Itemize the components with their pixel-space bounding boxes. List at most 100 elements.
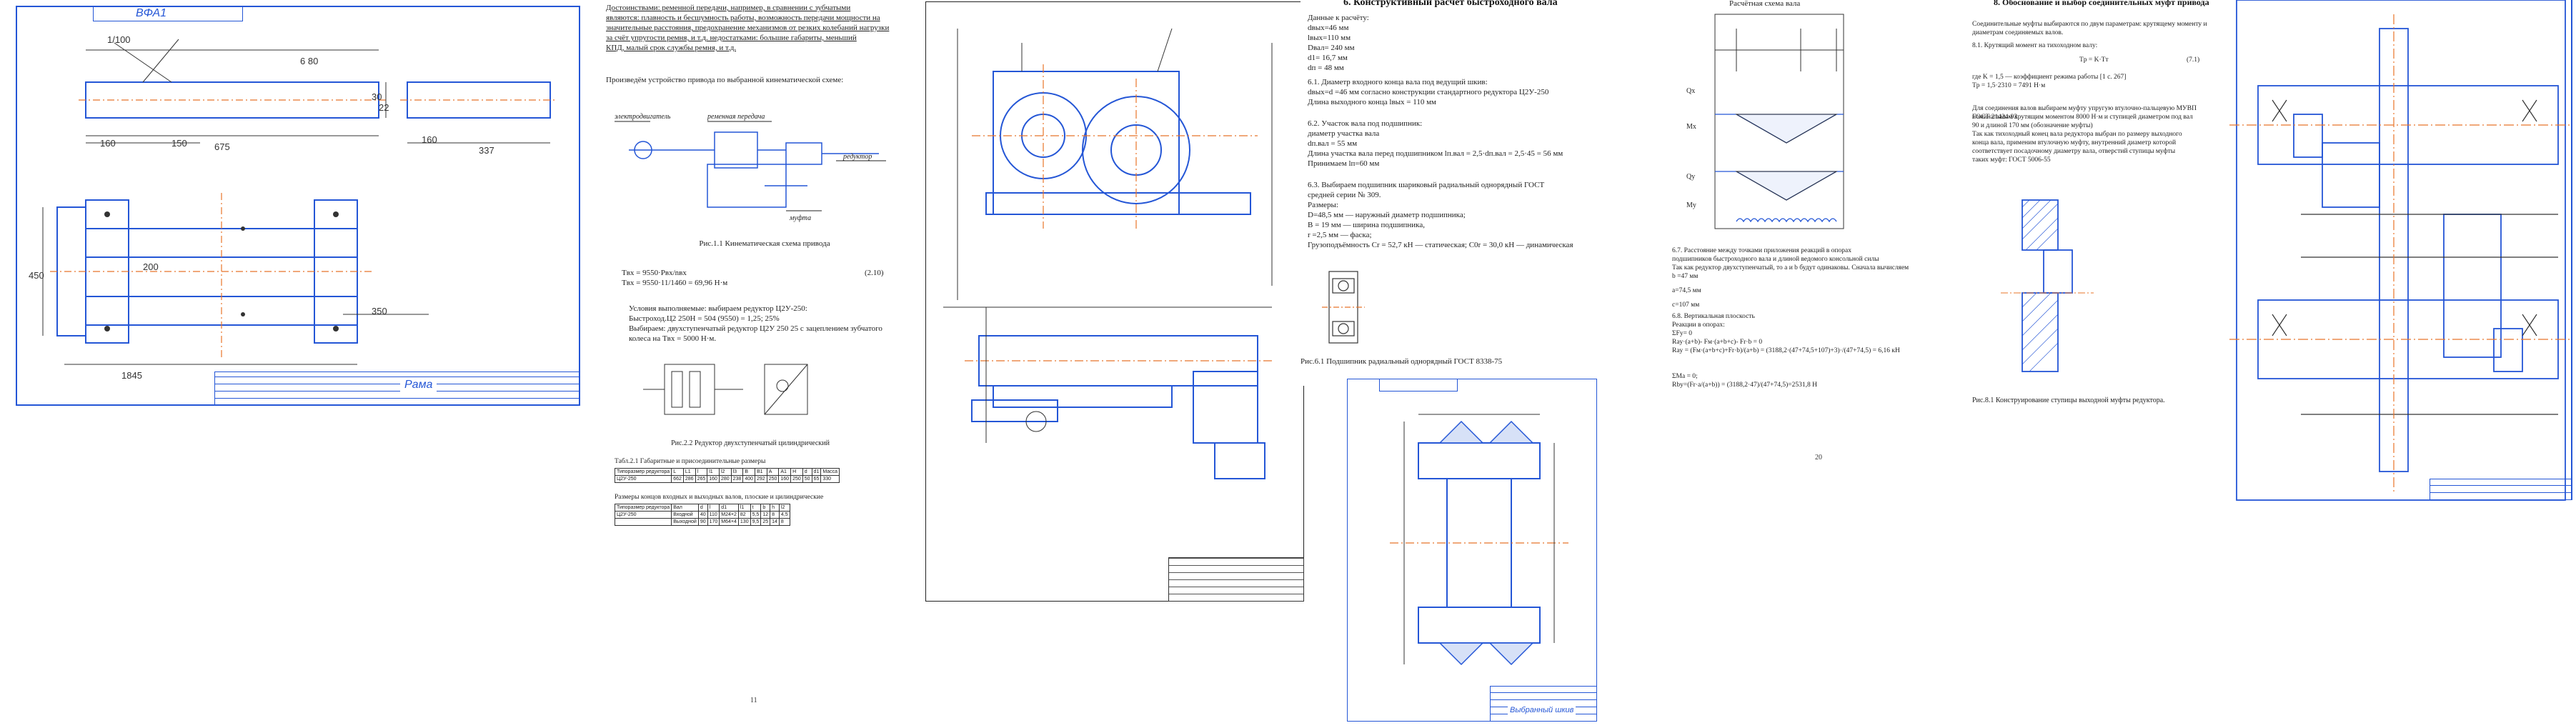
td: Входной [671, 511, 699, 519]
th: d [697, 504, 708, 512]
s63-line: 6.3. Выбираем подшипник шариковый радиал… [1308, 181, 1545, 189]
coupling-line: конца вала, применим втулочную муфту, вн… [1972, 139, 2177, 146]
shaft-ends-table: Типоразмер редуктора Вал d l d1 l1 t b h… [614, 504, 790, 526]
th: L1 [682, 468, 696, 476]
sheet-shaft-calc: 6. Конструктивный расчёт быстроходного в… [1301, 0, 1672, 386]
svg-text:675: 675 [214, 141, 230, 152]
formula-number: (7.1) [2187, 56, 2200, 64]
td: 90 [697, 518, 708, 526]
th: d [802, 468, 812, 476]
th: Вал [671, 504, 699, 512]
s62-line: dп.вал = 55 мм [1308, 139, 1358, 148]
svg-text:22: 22 [379, 102, 389, 113]
coupling-line: диаметрам соединяемых валов. [1972, 29, 2064, 36]
td: 265 [695, 475, 708, 483]
moment-label: My [1686, 201, 1696, 209]
td: 5,5 [750, 511, 762, 519]
section-heading: 6. Конструктивный расчёт быстроходного в… [1343, 0, 1558, 8]
s67-line: ΣMa = 0; [1672, 373, 1698, 380]
td: М24×2 [719, 511, 739, 519]
th: h [770, 504, 780, 512]
th: l3 [730, 468, 744, 476]
th: l [695, 468, 708, 476]
td: 250 [790, 475, 803, 483]
td: М64×4 [719, 518, 739, 526]
s61-line: Длина выходного конца lвых = 110 мм [1308, 98, 1437, 106]
s63-line: D=48,5 мм — наружный диаметр подшипника; [1308, 211, 1466, 219]
s62-line: диаметр участка вала [1308, 129, 1380, 138]
diagram-title: Расчётная схема вала [1729, 0, 1801, 8]
title-block [1490, 686, 1597, 722]
intro-line: КПД, малый срок службы ремня, и т.д. [606, 44, 737, 52]
frame-drawing-svg: 6 80 675 337 160 150 160 1845 450 30 200… [29, 34, 557, 381]
th: l1 [737, 504, 751, 512]
svg-text:150: 150 [171, 138, 187, 149]
s63-line: Размеры: [1308, 201, 1338, 209]
td: 238 [730, 475, 744, 483]
td: Ц2У-250 [614, 511, 672, 519]
intro-line: являются: плавность и бесшумность работы… [606, 14, 880, 22]
bearing-caption: Рис.6.1 Подшипник радиальный однорядный … [1301, 357, 1503, 366]
coupling-caption: Рис.8.1 Конструирование ступицы выходной… [1972, 397, 2165, 404]
td: 292 [755, 475, 767, 483]
th: B1 [755, 468, 767, 476]
s67-line: Ray = (Fм·(a+b+c)+Fr·b)/(a+b) = (3188,2·… [1672, 347, 1900, 354]
reducer-line: Быстроход.Ц2 250Н = 504 (9550) = 1,25; 2… [629, 314, 780, 323]
td [614, 518, 672, 526]
s61-line: 6.1. Диаметр входного конца вала под вед… [1308, 78, 1488, 86]
th: Типоразмер редуктора [614, 468, 672, 476]
td: 250 [766, 475, 780, 483]
coupling-formula: Tр = K·Tт [2079, 56, 2109, 64]
table-title: Табл.2.1 Габаритные и присоединительные … [615, 458, 766, 465]
reducer-line: Условия выполняемые: выбираем редуктор Ц… [629, 304, 807, 313]
formula-line: Tвх = 9550·11/1460 = 69,96 Н·м [622, 279, 728, 287]
coupling-line: Для соединения валов выбираем муфту упру… [1972, 105, 2197, 121]
svg-text:337: 337 [479, 145, 494, 156]
th: l [707, 504, 720, 512]
reducer-sketch [643, 364, 808, 415]
svg-text:200: 200 [143, 261, 159, 272]
td: 170 [707, 518, 720, 526]
sheet-reducer-section [2215, 0, 2576, 714]
td: 82 [737, 511, 751, 519]
th: d1 [719, 504, 739, 512]
sheet-frame-drawing: ΒΦΑ1 [0, 0, 607, 414]
sheet-text-kinematics: Достоинствами: ременной передачи, наприм… [600, 0, 922, 714]
formula-number: (2.10) [865, 269, 884, 277]
given-line: dп = 48 мм [1308, 64, 1344, 72]
th: l2 [718, 468, 732, 476]
sheet-coupling: 8. Обоснование и выбор соединительных му… [1972, 0, 2215, 429]
moment-label: Qy [1686, 173, 1695, 181]
td: 110 [707, 511, 720, 519]
svg-text:160: 160 [422, 134, 437, 145]
given-line: lвых=110 мм [1308, 34, 1351, 42]
s67-line: 6.8. Вертикальная плоскость [1672, 313, 1755, 320]
moment-label: Mx [1686, 123, 1696, 131]
s67-line: Rby=(Fr·a/(a+b)) = (3188,2·47)/(47+74,5)… [1672, 382, 1818, 389]
kinematic-scheme: электродвигатель ременная передача редук… [615, 113, 886, 222]
header-stamp [1379, 379, 1458, 392]
label-coupling: муфта [789, 214, 811, 222]
th: A1 [778, 468, 792, 476]
s67-line: Реакции в опорах: [1672, 321, 1725, 329]
svg-text:450: 450 [29, 270, 44, 281]
drive-assembly-svg [943, 28, 1273, 479]
th: l1 [707, 468, 720, 476]
s62-line: 6.2. Участок вала под подшипник: [1308, 119, 1423, 128]
td: 50 [802, 475, 812, 483]
s63-line: Грузоподъёмность Cr = 52,7 кН — статичес… [1308, 241, 1573, 249]
moment-label: Qx [1686, 87, 1695, 95]
title-block-label: Выбранный шкив [1508, 706, 1576, 714]
header-stamp-label: ΒΦΑ1 [136, 7, 167, 19]
td: 8 [778, 518, 790, 526]
s63-line: средней серии № 309. [1308, 191, 1381, 199]
title-block [214, 372, 580, 406]
label-belt: ременная передача [707, 113, 765, 121]
drawing-border [2494, 0, 2572, 500]
svg-text:1845: 1845 [121, 370, 142, 381]
coupling-hub-sketch [2001, 199, 2094, 372]
s67-line: Ray·(a+b)- Fм·(a+b+c)- Fr·b = 0 [1672, 339, 1763, 346]
th: Типоразмер редуктора [614, 504, 672, 512]
scheme-title: Произведём устройство привода по выбранн… [606, 76, 844, 84]
bearing-sketch [1322, 271, 1365, 344]
